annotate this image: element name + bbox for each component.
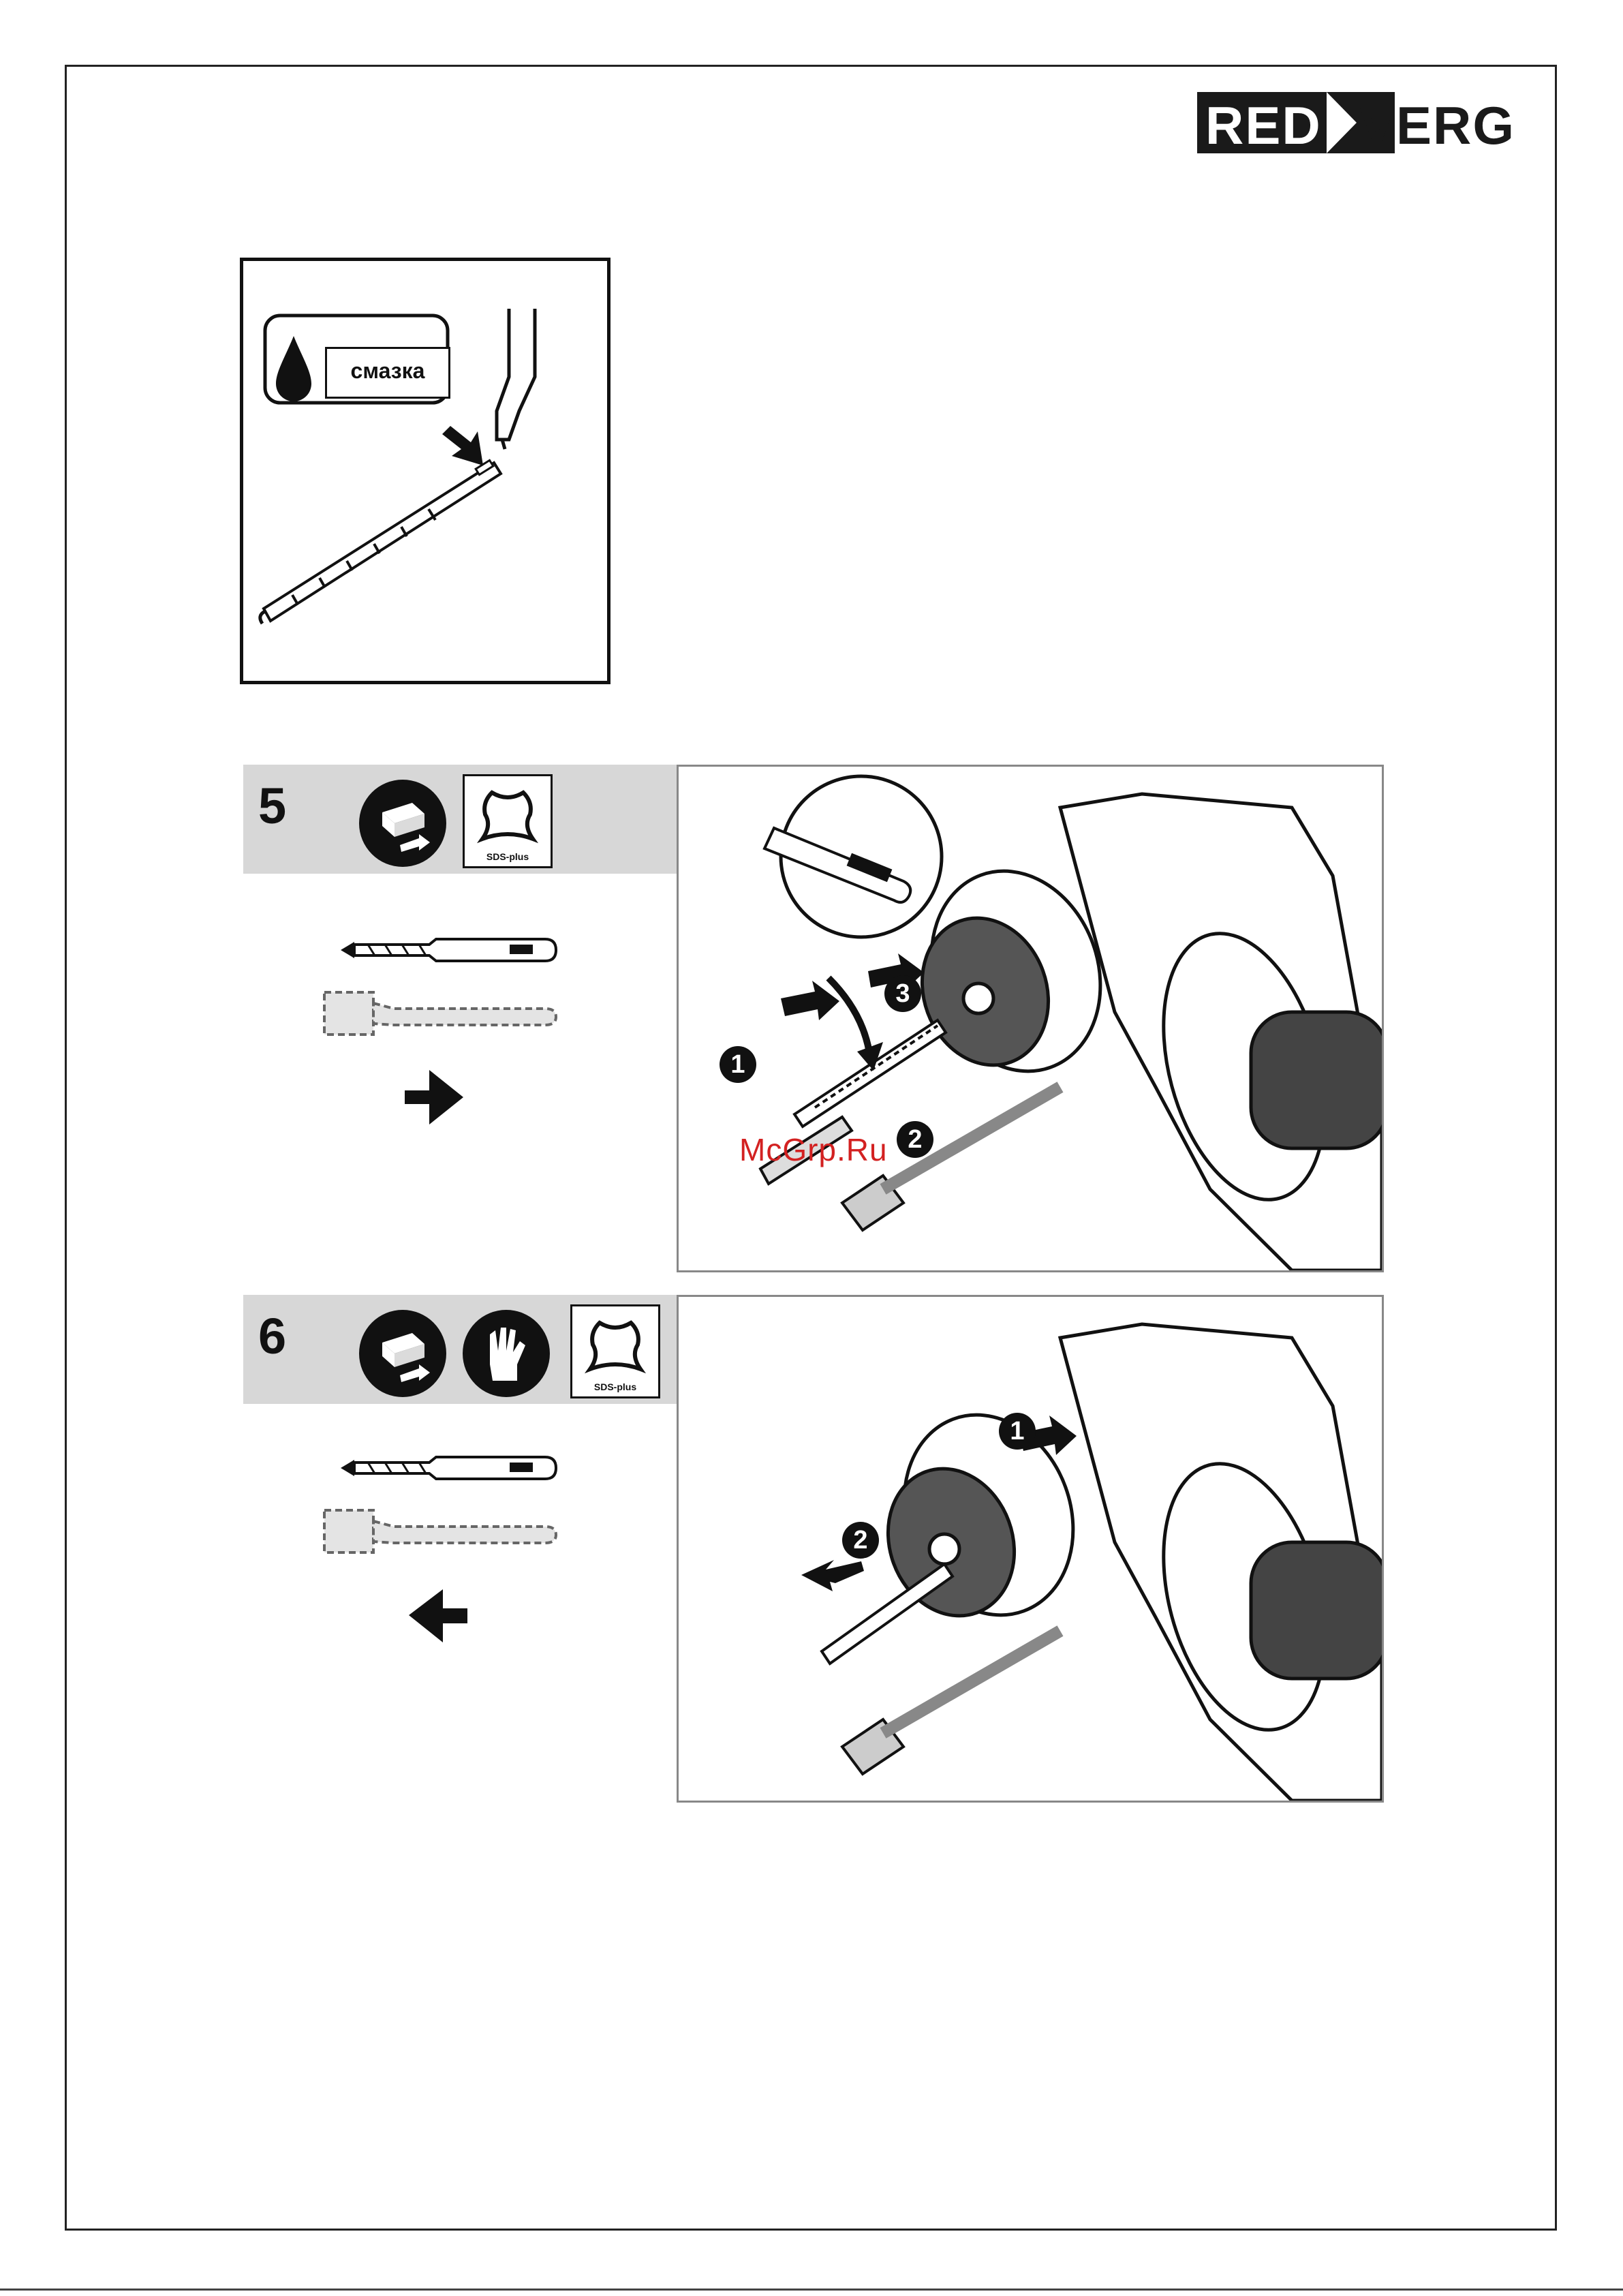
logo-verg-text: VERG (1359, 95, 1515, 157)
section-5-bit-types (320, 927, 579, 1131)
section-6-number: 6 (258, 1307, 286, 1365)
section-5-illustration: 1 2 3 (677, 765, 1384, 1272)
arrow-left-icon (409, 1589, 467, 1642)
logo-red-text: RED (1205, 95, 1322, 157)
lubrication-illustration (243, 261, 607, 681)
callout-2: 2 (842, 1522, 879, 1559)
section-5-number: 5 (258, 777, 286, 835)
callout-1: 1 (999, 1413, 1036, 1450)
callout-1: 1 (720, 1046, 756, 1083)
tool-change-icon (359, 780, 446, 867)
section-6-bit-types (320, 1445, 579, 1649)
arrow-right-icon (405, 1070, 463, 1124)
lubrication-panel: смазка (240, 258, 610, 684)
bottom-rule (0, 2289, 1623, 2291)
sds-plus-label: SDS-plus (465, 851, 551, 862)
lubricant-label: смазка (325, 347, 450, 399)
section-6-header: 6 SDS-plus (243, 1295, 677, 1404)
section-5-header: 5 SDS-plus (243, 765, 677, 874)
brand-logo: RED VERG (1197, 92, 1497, 153)
sds-plus-icon: SDS-plus (570, 1304, 660, 1398)
tool-change-icon (359, 1310, 446, 1397)
watermark: McGrp.Ru (739, 1131, 888, 1168)
callout-3: 3 (884, 975, 921, 1012)
sds-plus-icon: SDS-plus (463, 774, 553, 868)
logo-divider (1327, 92, 1357, 153)
sds-plus-label: SDS-plus (572, 1381, 658, 1392)
section-6-illustration: 1 2 (677, 1295, 1384, 1803)
gloves-icon (463, 1310, 550, 1397)
oil-drop-icon (276, 336, 311, 401)
callout-2: 2 (897, 1121, 933, 1158)
